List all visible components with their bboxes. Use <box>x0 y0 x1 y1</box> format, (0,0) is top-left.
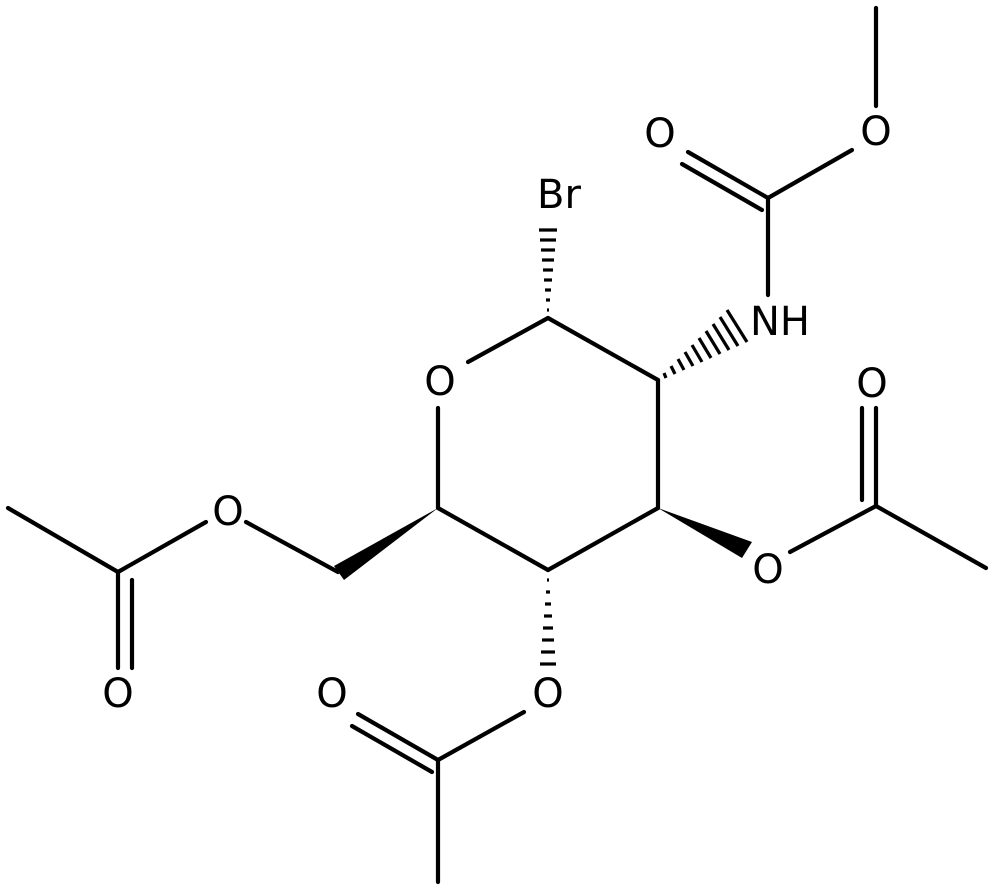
wedge-c3-o3 <box>658 508 752 558</box>
atom-label-nh: NH <box>750 299 810 345</box>
atom-label-o-c4-carbonyl: O <box>316 671 347 717</box>
bond-o3-cacyl3 <box>787 503 879 555</box>
atom-label-o-ring: O <box>424 359 455 405</box>
bond-ccarb-o-double-b <box>679 161 765 213</box>
bond-cacyl4-o-double-b <box>349 723 435 775</box>
atom-label-o-c6-ester: O <box>212 489 243 535</box>
bonds <box>5 5 989 885</box>
atom-label-br: Br <box>537 172 581 218</box>
bond-c6-o6 <box>243 519 341 575</box>
bond-ccarb-oether <box>765 147 855 201</box>
bond-c1-c2 <box>545 315 661 383</box>
atom-label-o-carbamate-ether: O <box>860 109 891 155</box>
bond-o6-cacyl6 <box>115 519 209 575</box>
bond-cacyl4-o-double-a <box>355 711 441 763</box>
hash-c1-br <box>539 228 557 312</box>
bond-ccarb-o-double-a <box>685 149 771 201</box>
wedge-c5-c6 <box>334 508 438 580</box>
bond-c4-c5 <box>435 505 551 573</box>
atom-label-o-c6-carbonyl: O <box>102 671 133 717</box>
bond-o4-cacyl4 <box>435 709 527 763</box>
bond-cacyl6-methyl <box>5 505 121 575</box>
bond-o5-c1 <box>465 315 551 365</box>
atom-label-o-carbamate-carbonyl: O <box>644 111 675 157</box>
hash-c2-n <box>662 309 749 379</box>
hash-bonds <box>539 228 749 666</box>
bond-c3-c4 <box>545 505 661 573</box>
atom-label-o-c3-carbonyl: O <box>856 361 887 407</box>
bond-cacyl3-methyl <box>873 503 989 571</box>
atom-label-o-c3-ester: O <box>752 547 783 593</box>
wedge-bonds <box>334 508 752 580</box>
atom-labels: Br NH O O O O O O O O O <box>102 109 891 717</box>
hash-c4-o4 <box>540 578 556 666</box>
atom-label-o-c4-ester: O <box>532 671 563 717</box>
